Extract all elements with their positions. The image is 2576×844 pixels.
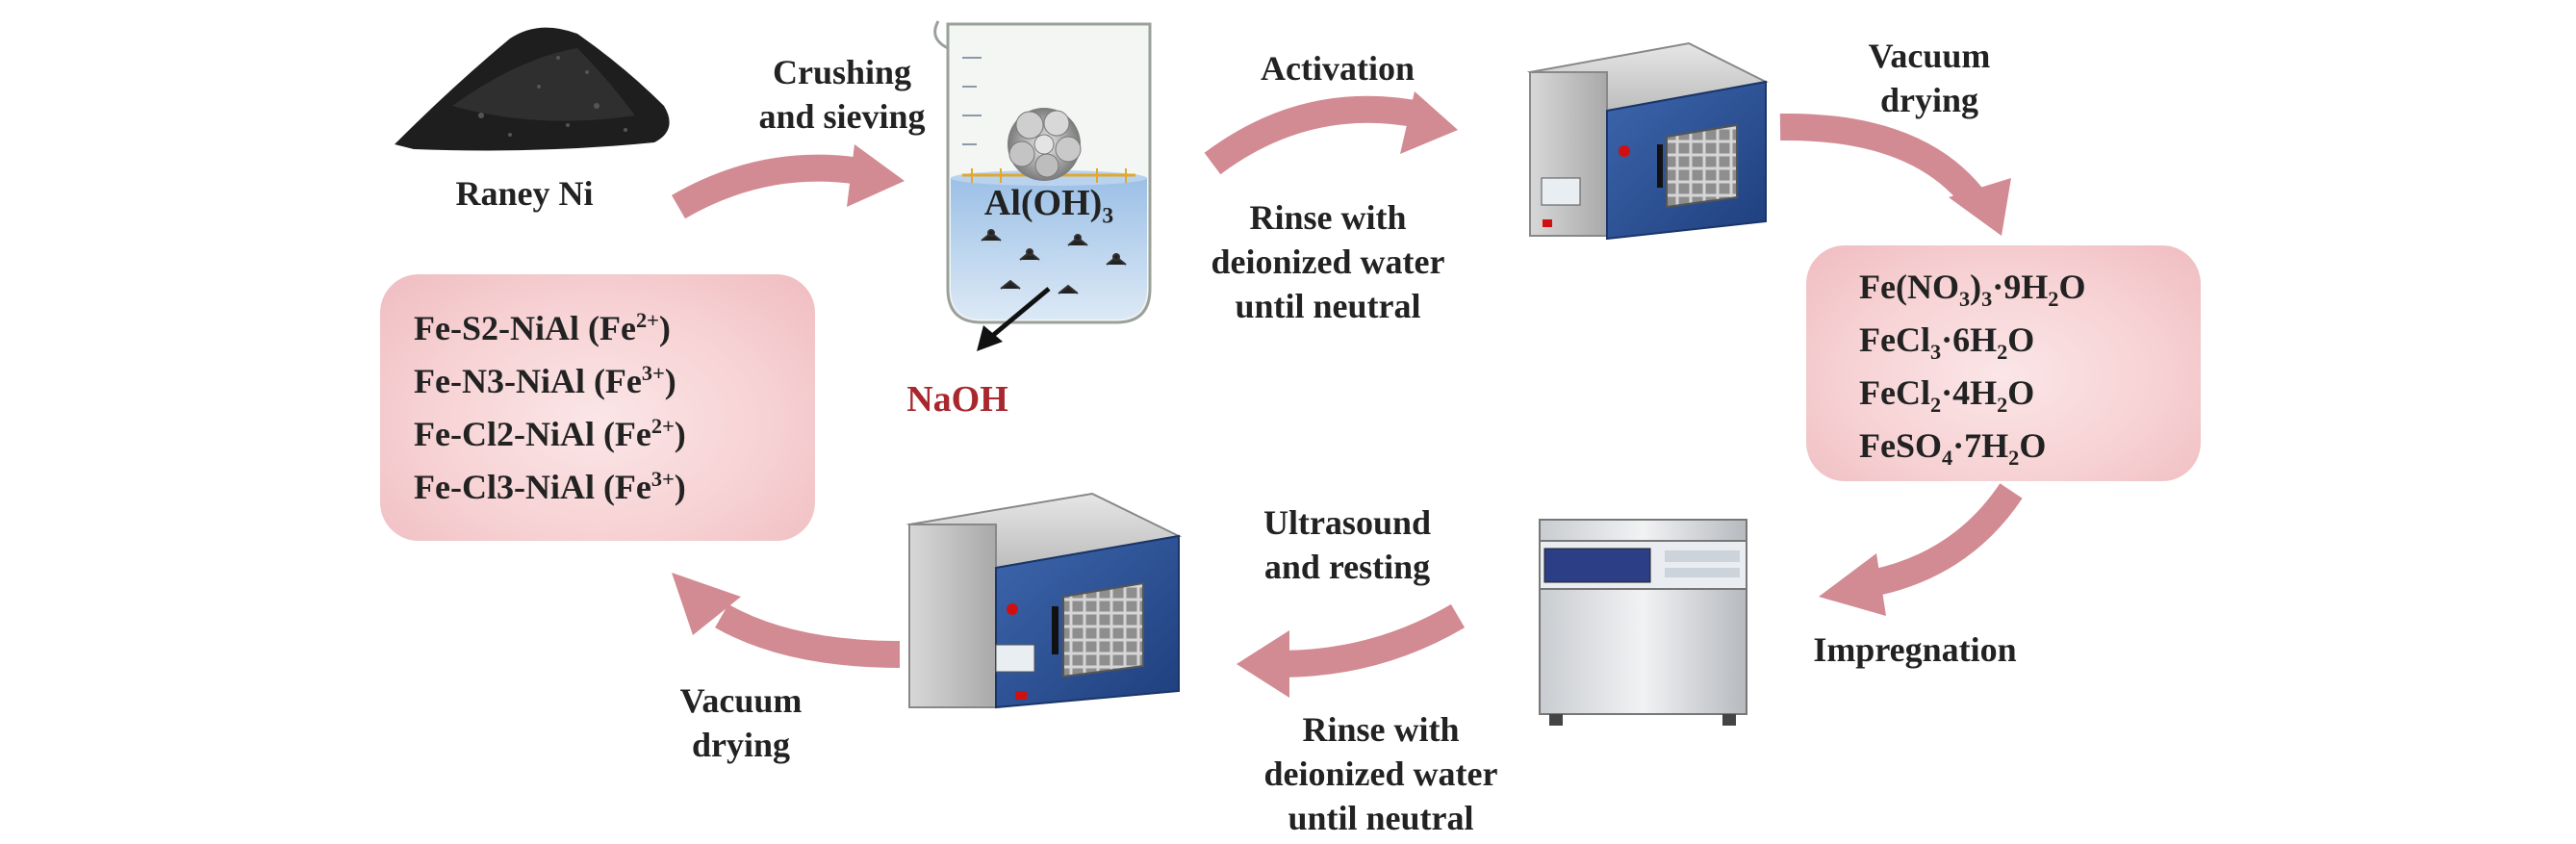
salt-sub: 2: [1997, 340, 2008, 365]
salt-fecl2: FeCl2·4H2O: [1806, 372, 2254, 418]
rinse-bottom-line-1: Rinse with: [1302, 710, 1460, 749]
product-fe-n3: Fe-N3-NiAl (Fe3+): [380, 361, 849, 401]
salt-sub: 2: [2048, 287, 2059, 312]
activation-label: Activation: [1261, 49, 1415, 88]
product-name: Fe-Cl2-NiAl (Fe: [414, 415, 651, 453]
products-box: Fe-S2-NiAl (Fe2+) Fe-N3-NiAl (Fe3+) Fe-C…: [380, 274, 815, 541]
product-fe-s2: Fe-S2-NiAl (Fe2+): [380, 308, 849, 348]
vacuum-top-label: Vacuum drying: [1843, 34, 2016, 122]
salt-sub: 3: [1958, 287, 1971, 312]
salt-fecl3: FeCl3·6H2O: [1806, 320, 2254, 365]
rinse-top-line-2: deionized water: [1211, 243, 1445, 281]
arrow-impregnation: [1819, 483, 2023, 616]
ultrasound-label: Ultrasound and resting: [1227, 500, 1467, 589]
arrow-activation: [1204, 91, 1458, 175]
salt-feso4: FeSO4·7H2O: [1806, 425, 2254, 471]
salt-part: ·6H: [1941, 320, 1998, 359]
product-name: Fe-S2-NiAl (Fe: [414, 309, 636, 347]
impregnation-label: Impregnation: [1813, 630, 2017, 669]
vacuum-top-line-1: Vacuum: [1868, 37, 1991, 75]
product-close: ): [664, 362, 676, 400]
arrow-vacuum-top: [1779, 113, 2011, 236]
salt-part: FeCl: [1859, 320, 1930, 359]
rinse-bottom-line-3: until neutral: [1288, 799, 1474, 837]
vacuum-top-line-2: drying: [1879, 81, 1979, 119]
vacuum-oven-top-icon: [1526, 41, 1770, 241]
product-fe-cl3: Fe-Cl3-NiAl (Fe3+): [380, 467, 849, 507]
arrow-ultrasound: [1237, 603, 1466, 698]
product-close: ): [674, 468, 686, 506]
arrow-crushing: [671, 144, 905, 219]
product-ion: 3+: [641, 361, 665, 385]
vacuum-bottom-label: Vacuum drying: [654, 678, 828, 767]
salt-sub: 2: [1929, 393, 1942, 418]
product-ion: 2+: [650, 414, 675, 438]
beaker-label-text: Al(OH): [983, 183, 1103, 223]
salt-part: ·4H: [1941, 373, 1998, 412]
raney-ni-powder: [395, 27, 670, 151]
crushing-line-1: Crushing: [772, 53, 912, 91]
salt-part: ·7H: [1952, 426, 2009, 465]
naoh-label: NaOH: [906, 379, 1008, 420]
ultrasonic-bath-icon: [1539, 519, 1747, 726]
beaker-label-sub: 3: [1102, 203, 1114, 229]
salt-part: O: [2058, 268, 2086, 306]
ultrasound-line-2: and resting: [1263, 548, 1431, 586]
vacuum-oven-bottom-icon: [905, 492, 1183, 709]
product-close: ): [674, 415, 686, 453]
salt-part: FeCl: [1859, 373, 1930, 412]
iron-salts-box: Fe(NO3)3·9H2O FeCl3·6H2O FeCl2·4H2O FeSO…: [1806, 245, 2201, 481]
beaker-icon: [933, 20, 1152, 324]
ni-particle-icon: [1007, 108, 1082, 181]
raney-ni-label: Raney Ni: [455, 174, 594, 213]
beaker-label: Al(OH)3: [967, 181, 1131, 239]
arrow-vacuum-bottom: [672, 573, 901, 668]
product-fe-cl2: Fe-Cl2-NiAl (Fe2+): [380, 414, 849, 454]
rinse-top-line-3: until neutral: [1235, 287, 1421, 325]
salt-part: FeSO: [1859, 426, 1942, 465]
crushing-line-2: and sieving: [758, 97, 926, 136]
salt-part: O: [2019, 426, 2047, 465]
rinse-top-label: Rinse with deionized water until neutral: [1184, 195, 1472, 328]
product-name: Fe-Cl3-NiAl (Fe: [414, 468, 651, 506]
salt-part: O: [2007, 373, 2035, 412]
rinse-top-line-1: Rinse with: [1249, 198, 1407, 237]
rinse-bottom-label: Rinse with deionized water until neutral: [1232, 707, 1530, 840]
product-close: ): [658, 309, 671, 347]
salt-part: O: [2007, 320, 2035, 359]
ultrasound-line-1: Ultrasound: [1262, 503, 1432, 542]
rinse-bottom-line-2: deionized water: [1263, 754, 1498, 793]
crushing-label: Crushing and sieving: [731, 50, 953, 139]
vacuum-bottom-line-2: drying: [691, 726, 791, 764]
product-ion: 3+: [650, 467, 675, 491]
salt-part: ·9H: [1992, 268, 2049, 306]
product-name: Fe-N3-NiAl (Fe: [414, 362, 642, 400]
salt-sub: 2: [2008, 446, 2020, 471]
naoh-pointer-arrow: [977, 287, 1051, 351]
salt-fe-nitrate: Fe(NO3)3·9H2O: [1806, 267, 2254, 312]
salt-sub: 2: [1997, 393, 2008, 418]
salt-part: Fe(NO: [1859, 268, 1959, 306]
salt-sub: 4: [1942, 446, 1953, 471]
salt-part: ): [1970, 268, 1982, 306]
salt-sub: 3: [1981, 287, 1993, 312]
salt-sub: 3: [1929, 340, 1942, 365]
vacuum-bottom-line-1: Vacuum: [679, 681, 803, 720]
product-ion: 2+: [635, 308, 659, 332]
